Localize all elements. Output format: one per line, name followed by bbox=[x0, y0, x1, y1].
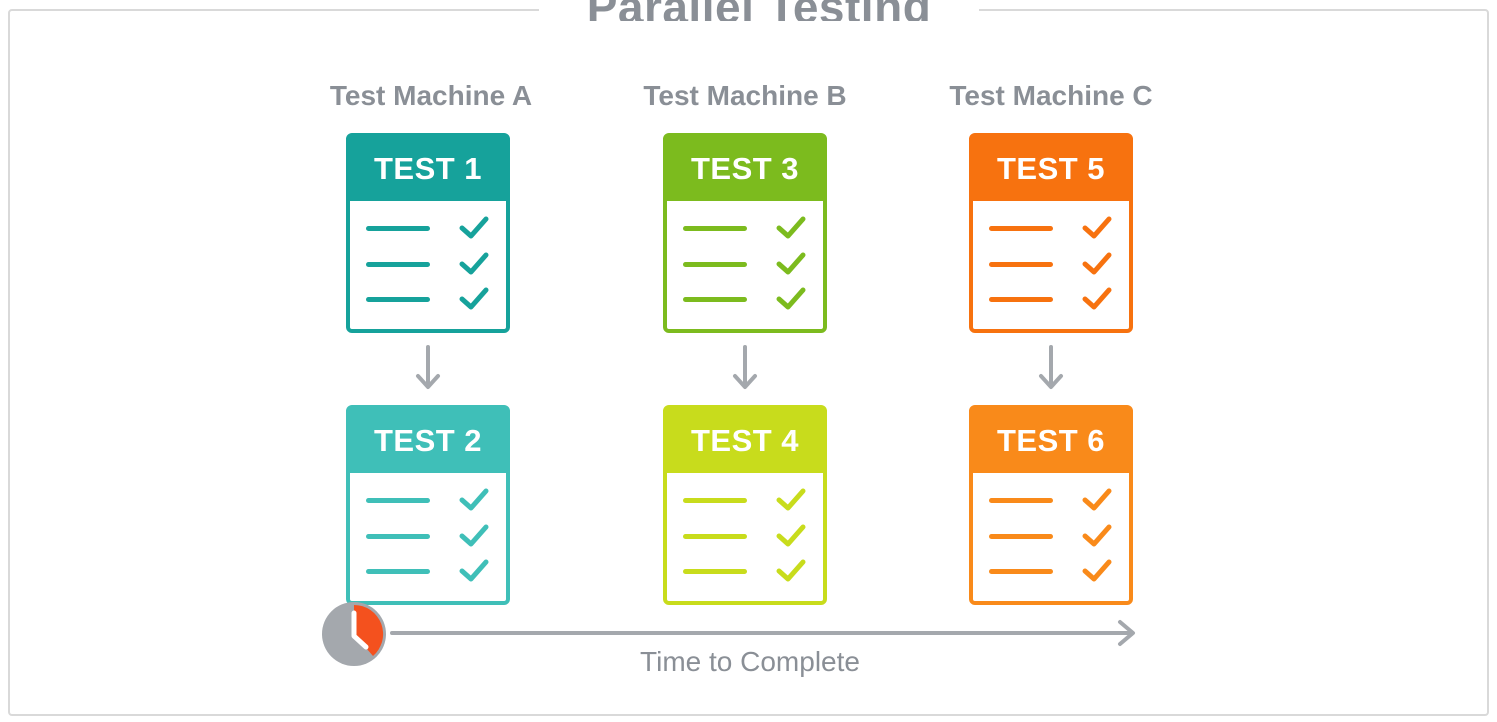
check-icon bbox=[459, 524, 489, 547]
test-card-2: TEST 2 bbox=[346, 405, 510, 605]
timeline-label: Time to Complete bbox=[640, 646, 860, 677]
check-icon bbox=[459, 252, 489, 275]
test-card-header: TEST 2 bbox=[350, 409, 506, 473]
checklist-line bbox=[989, 262, 1053, 267]
checklist-line bbox=[366, 297, 430, 302]
test-card-title: TEST 3 bbox=[690, 151, 800, 186]
test-card-header: TEST 4 bbox=[667, 409, 823, 473]
checklist-line bbox=[989, 226, 1053, 231]
down-arrow-icon bbox=[1039, 345, 1063, 389]
checklist-line bbox=[366, 498, 430, 503]
check-icon bbox=[459, 287, 489, 310]
check-icon bbox=[1082, 524, 1112, 547]
check-icon bbox=[1082, 252, 1112, 275]
clock-icon bbox=[322, 602, 386, 666]
test-card-title: TEST 6 bbox=[996, 423, 1106, 458]
test-card-header: TEST 6 bbox=[973, 409, 1129, 473]
checklist-line bbox=[683, 262, 747, 267]
right-arrow-icon bbox=[390, 620, 1135, 646]
check-icon bbox=[776, 252, 806, 275]
test-card-title: TEST 2 bbox=[373, 423, 483, 458]
check-icon bbox=[776, 559, 806, 582]
diagram-title: Parallel Testing bbox=[539, 0, 979, 21]
test-card-checklist bbox=[667, 201, 823, 329]
diagram-frame: Parallel Testing bbox=[8, 0, 1489, 716]
checklist-line bbox=[683, 498, 747, 503]
checklist-line bbox=[366, 262, 430, 267]
machine-a-label: Test Machine A bbox=[329, 80, 533, 111]
checklist-line bbox=[366, 534, 430, 539]
test-card-checklist bbox=[350, 473, 506, 601]
checklist-line bbox=[683, 534, 747, 539]
test-card-checklist bbox=[973, 201, 1129, 329]
machine-c-label: Test Machine C bbox=[949, 80, 1153, 111]
down-arrow-icon bbox=[733, 345, 757, 389]
machine-b-label: Test Machine B bbox=[643, 80, 847, 111]
check-icon bbox=[1082, 216, 1112, 239]
test-card-title: TEST 1 bbox=[373, 151, 483, 186]
checklist-line bbox=[683, 569, 747, 574]
test-card-6: TEST 6 bbox=[969, 405, 1133, 605]
check-icon bbox=[1082, 287, 1112, 310]
test-card-title: TEST 4 bbox=[690, 423, 800, 458]
checklist-line bbox=[989, 297, 1053, 302]
test-card-checklist bbox=[973, 473, 1129, 601]
check-icon bbox=[1082, 488, 1112, 511]
check-icon bbox=[776, 524, 806, 547]
test-card-title: TEST 5 bbox=[996, 151, 1106, 186]
test-card-header: TEST 1 bbox=[350, 137, 506, 201]
checklist-line bbox=[989, 498, 1053, 503]
check-icon bbox=[1082, 559, 1112, 582]
check-icon bbox=[459, 488, 489, 511]
checklist-line bbox=[989, 569, 1053, 574]
test-card-header: TEST 5 bbox=[973, 137, 1129, 201]
test-card-1: TEST 1 bbox=[346, 133, 510, 333]
check-icon bbox=[776, 488, 806, 511]
test-card-header: TEST 3 bbox=[667, 137, 823, 201]
checklist-line bbox=[366, 226, 430, 231]
checklist-line bbox=[683, 226, 747, 231]
checklist-line bbox=[366, 569, 430, 574]
checklist-line bbox=[683, 297, 747, 302]
check-icon bbox=[776, 287, 806, 310]
check-icon bbox=[776, 216, 806, 239]
test-card-checklist bbox=[350, 201, 506, 329]
checklist-line bbox=[989, 534, 1053, 539]
check-icon bbox=[459, 216, 489, 239]
test-card-5: TEST 5 bbox=[969, 133, 1133, 333]
test-card-4: TEST 4 bbox=[663, 405, 827, 605]
test-card-checklist bbox=[667, 473, 823, 601]
down-arrow-icon bbox=[416, 345, 440, 389]
test-card-3: TEST 3 bbox=[663, 133, 827, 333]
check-icon bbox=[459, 559, 489, 582]
